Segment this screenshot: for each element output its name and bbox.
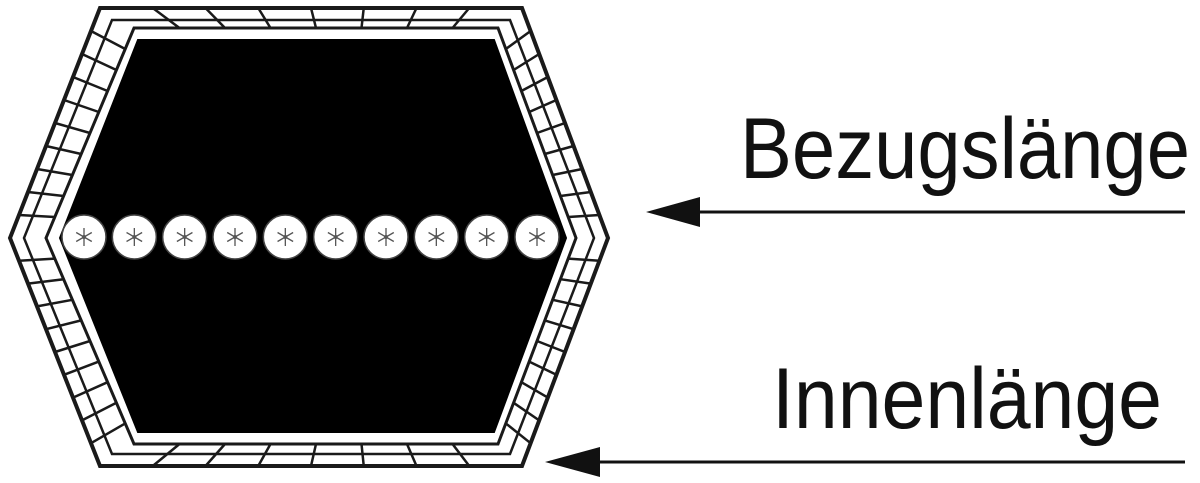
jacket-inner-outline	[44, 26, 578, 446]
jacket-hatch-line	[528, 98, 557, 114]
jacket-hatch-line	[81, 401, 117, 422]
jacket-hatch-line	[90, 29, 126, 51]
jacket-hatch-line	[309, 7, 318, 29]
jacket-hatch-line	[520, 75, 549, 93]
jacket-mid-outline	[22, 18, 596, 456]
jacket-hatch-line	[204, 443, 226, 467]
jacket-hatch-line	[81, 52, 117, 72]
jacket-hatching	[18, 6, 600, 467]
jacket-hatch-line	[568, 213, 600, 219]
jacket-hatch-line	[536, 121, 566, 135]
inner-length-arrow	[545, 447, 1185, 477]
jacket-hatch-line	[505, 29, 532, 51]
jacket-hatch-line	[528, 360, 557, 376]
jacket-hatch-line	[512, 401, 540, 422]
jacket-hatch-line	[63, 98, 100, 114]
jacket-hatch-line	[536, 339, 566, 354]
tension-cord	[111, 214, 158, 260]
jacket-hatch-line	[544, 144, 574, 156]
jacket-hatch-line	[451, 7, 471, 29]
tension-cord	[262, 214, 309, 260]
jacket-hatch-line	[54, 339, 91, 354]
tension-cord	[413, 214, 460, 260]
tension-cord	[61, 214, 107, 260]
jacket-hatch-line	[36, 298, 73, 308]
jacket-hatch-line	[204, 7, 226, 29]
jacket-hatch-line	[552, 298, 583, 308]
jacket-hatch-line	[36, 167, 73, 177]
jacket-hatch-line	[18, 257, 55, 263]
jacket-hatch-line	[257, 7, 272, 29]
tension-cord	[463, 214, 510, 260]
jacket-hatch-line	[568, 257, 600, 263]
jacket-hatch-line	[45, 319, 82, 331]
jacket-hatch-line	[72, 75, 109, 93]
jacket-hatch-line	[152, 6, 181, 30]
jacket-hatch-line	[90, 422, 126, 445]
jacket-hatch-line	[27, 277, 64, 285]
jacket-hatch-line	[45, 144, 82, 156]
jacket-hatch-line	[309, 443, 318, 467]
tension-cord	[212, 214, 258, 260]
jacket-hatch-line	[72, 381, 109, 399]
jacket-hatch-line	[560, 277, 591, 285]
reference-length-arrow	[646, 197, 1185, 227]
jacket-hatch-line	[505, 422, 532, 445]
jacket-hatch-line	[544, 319, 574, 331]
jacket-hatch-line	[552, 167, 583, 177]
jacket-hatch-line	[405, 443, 418, 467]
jacket-hatch-line	[451, 443, 471, 467]
reference-length-label: Bezugslänge	[740, 101, 1190, 197]
jacket-hatch-line	[360, 7, 365, 29]
tension-cord	[363, 214, 409, 260]
jacket-hatch-line	[520, 381, 549, 399]
jacket-hatch-line	[54, 121, 91, 135]
jacket-hatch-line	[405, 7, 418, 29]
tension-cord	[312, 214, 359, 260]
jacket-hatch-line	[27, 190, 64, 198]
tension-cord	[514, 214, 560, 260]
jacket-hatch-line	[560, 190, 591, 198]
jacket-hatch-line	[257, 443, 272, 467]
jacket-hatch-line	[360, 443, 365, 467]
jacket-hatch-line	[63, 360, 100, 376]
tension-cord	[161, 214, 208, 260]
jacket-hatch-line	[151, 443, 181, 467]
jacket-hatch-line	[18, 213, 55, 219]
inner-length-label: Innenlänge	[772, 351, 1162, 447]
tension-cord-row	[61, 214, 560, 260]
jacket-hatch-line	[512, 52, 540, 72]
